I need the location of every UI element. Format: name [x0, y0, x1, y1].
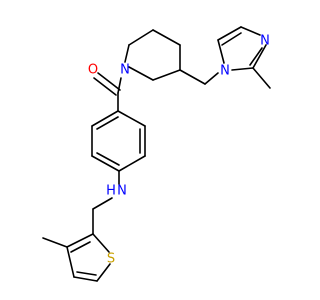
carbonyl-double-bond-a — [97, 72, 121, 91]
thiophene-double-bond-3b — [76, 271, 97, 276]
imidazole-methyl-bond — [252, 67, 271, 89]
ch2-to-imidazole-bond — [204, 72, 219, 85]
amine-nitrogen-label: N — [117, 184, 127, 199]
benzene-bond-1 — [117, 110, 146, 127]
carbonyl-oxygen-label: O — [88, 63, 98, 78]
benzene-bond-4-inner — [96, 152, 120, 166]
imidazole-bond-2 — [240, 26, 261, 36]
piperidine-to-ch2-bond — [179, 69, 206, 85]
piperidine-bond-5 — [128, 29, 154, 46]
imidazole-double-bond-2a — [249, 47, 263, 66]
piperidine-bond-1 — [128, 66, 154, 81]
amine-to-ch2-bond — [92, 197, 113, 210]
atom-labels: O N N N N H S — [88, 34, 270, 267]
benzene-bond-6-inner — [96, 116, 119, 130]
imidazole-double-bond-1b — [221, 32, 242, 46]
thiophene-bond-3 — [73, 276, 98, 282]
bonds — [42, 26, 271, 282]
thiophene-bond-4 — [66, 246, 75, 278]
piperidine-bond-2 — [152, 69, 181, 81]
piperidine-bond-4 — [152, 29, 181, 46]
thiophene-methyl-bond — [42, 237, 68, 248]
imidazole-double-bond-1a — [217, 26, 242, 41]
thiophene-bond-1 — [92, 233, 110, 253]
carbonyl-to-piperidine-n-bond — [117, 77, 122, 94]
molecule-structure-diagram: O N N N N H S — [42, 26, 271, 282]
piperidine-bond-6 — [124, 44, 130, 63]
carbonyl-double-bond-b — [93, 77, 117, 96]
imidazole-bond-3 — [252, 44, 267, 69]
benzene-bond-4 — [91, 155, 120, 172]
imidazole-n1-label: N — [220, 64, 230, 79]
thiophene-bond-2 — [96, 263, 111, 282]
amine-hydrogen-label: H — [106, 184, 116, 199]
thiophene-double-bond-5b — [70, 241, 91, 253]
imidazole-bond-1 — [217, 39, 225, 64]
imidazole-bond-4 — [231, 67, 254, 71]
thiophene-sulfur-label: S — [107, 252, 115, 267]
thiophene-bond-5 — [66, 233, 94, 248]
benzene-bond-6 — [91, 110, 119, 127]
piperidine-nitrogen-label: N — [120, 63, 130, 78]
imidazole-n3-label: N — [260, 34, 270, 49]
benzene-bond-3 — [118, 155, 146, 172]
